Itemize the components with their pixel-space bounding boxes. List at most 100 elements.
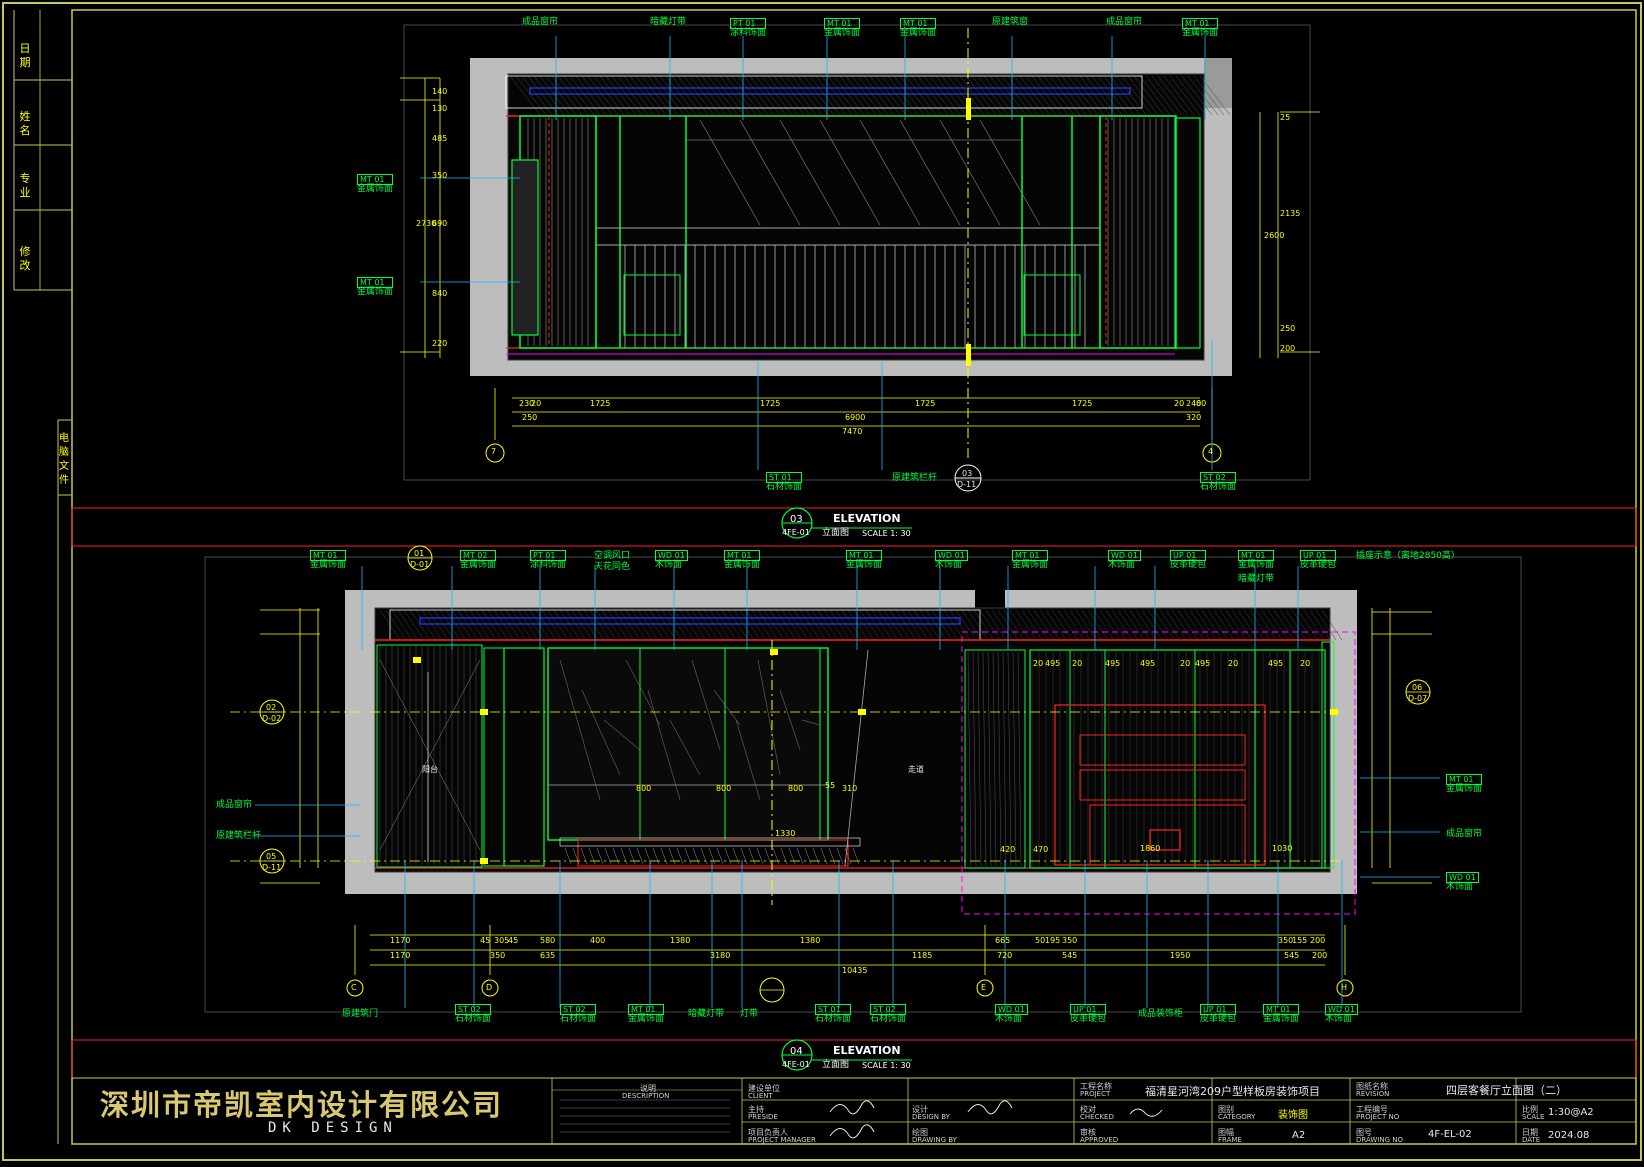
material-label: 石材饰面 — [1200, 482, 1237, 492]
hatch — [475, 609, 497, 641]
hatch — [661, 609, 683, 641]
cabinet-handle — [1149, 829, 1181, 851]
strip-file: 电脑文件 — [59, 433, 69, 486]
hatch — [791, 75, 823, 116]
hatch — [931, 609, 953, 641]
console-hatch — [756, 847, 764, 865]
hatch — [991, 609, 1013, 641]
material-label: 金属饰面 — [900, 28, 937, 38]
dim-value: 350 — [432, 171, 448, 180]
hatch — [1063, 609, 1085, 641]
hatch — [481, 609, 503, 641]
hatch — [583, 609, 605, 641]
left-wall-03 — [470, 58, 508, 376]
material-label: 皮革硬包 — [1200, 1014, 1237, 1024]
hatch — [727, 609, 749, 641]
ceiling-slab-04a — [345, 590, 975, 608]
marker-03-sheet: 4FE-01 — [782, 528, 810, 537]
hatch — [1207, 609, 1229, 641]
marble-wall — [547, 647, 829, 841]
hatch — [1055, 75, 1087, 116]
hatch — [733, 609, 755, 641]
hatch — [785, 75, 817, 116]
dim-value: 195 — [1045, 936, 1061, 945]
hatch — [605, 75, 637, 116]
hatch — [569, 75, 601, 116]
hatch — [1109, 75, 1141, 116]
glass-reflection — [979, 119, 1041, 226]
hatch — [671, 75, 703, 116]
hatch — [977, 75, 1009, 116]
signature — [1129, 1108, 1163, 1117]
title-block-frame — [71, 1077, 1637, 1145]
title-04-cn: 立面图 — [822, 1060, 850, 1070]
title-bar-03 — [71, 507, 1637, 547]
material-label: 金属饰面 — [1238, 560, 1275, 570]
marble-vein — [669, 719, 701, 776]
hatch — [1309, 609, 1331, 641]
dim-value: 1725 — [915, 399, 936, 408]
dim-value: 3180 — [710, 951, 731, 960]
tb-design: 设计 — [912, 1105, 928, 1114]
tb-project: 工程名称 — [1080, 1082, 1112, 1091]
hatch — [1057, 609, 1079, 641]
dim-value: 800 — [716, 784, 732, 793]
hatch — [635, 75, 667, 116]
hatch — [827, 75, 859, 116]
dim-value: 200 — [1310, 936, 1326, 945]
hatch — [713, 75, 745, 116]
hatch — [1285, 609, 1307, 641]
hatch — [641, 75, 673, 116]
hatch — [523, 609, 545, 641]
hatch — [1147, 609, 1169, 641]
hatch — [695, 75, 727, 116]
wood-grain — [1017, 651, 1022, 867]
section-num: 01 — [414, 549, 425, 558]
view-frame-04 — [204, 556, 1522, 1013]
note-label: 成品窗帘 — [216, 800, 253, 810]
tb-revision-en: REVISION — [1356, 1090, 1390, 1098]
wood-grain — [982, 651, 987, 867]
hatch — [1013, 75, 1045, 116]
leather-wall — [1029, 649, 1326, 869]
hatch — [1169, 75, 1201, 116]
dim-value: 350 — [1062, 936, 1078, 945]
material-label: 金属饰面 — [1263, 1014, 1300, 1024]
hatch — [881, 75, 913, 116]
dim-value: 470 — [1033, 845, 1049, 854]
hatch — [1039, 609, 1061, 641]
centerline-mark — [966, 98, 971, 120]
dim-value: 1860 — [1140, 844, 1161, 853]
material-code: UP 01 — [1070, 1004, 1107, 1015]
material-label: 金属饰面 — [628, 1014, 665, 1024]
material-label: 木饰面 — [1446, 882, 1474, 892]
metal-column-right-03 — [1174, 117, 1201, 349]
strip-revise: 修改 — [19, 245, 31, 272]
hatch — [1171, 609, 1193, 641]
marker-04-number: 04 — [790, 1046, 803, 1057]
hatch — [613, 609, 635, 641]
material-code: UP 01 — [1200, 1004, 1237, 1015]
hatch — [1165, 609, 1187, 641]
rail-panel — [623, 274, 681, 336]
dim-value: 200 — [1312, 951, 1328, 960]
glass-reflection — [939, 119, 1001, 226]
tb-notes-head-en: DESCRIPTION — [622, 1092, 670, 1100]
material-code: MT 01 — [357, 277, 394, 288]
hatch — [839, 75, 871, 116]
dim-total: 7470 — [842, 427, 863, 436]
center-mark — [413, 657, 421, 663]
tb-scale-value: 1:30@A2 — [1548, 1107, 1594, 1118]
right-wall-cap-03 — [1204, 58, 1232, 108]
hatch — [1093, 609, 1115, 641]
console-top — [559, 837, 861, 847]
hatch — [535, 609, 557, 641]
